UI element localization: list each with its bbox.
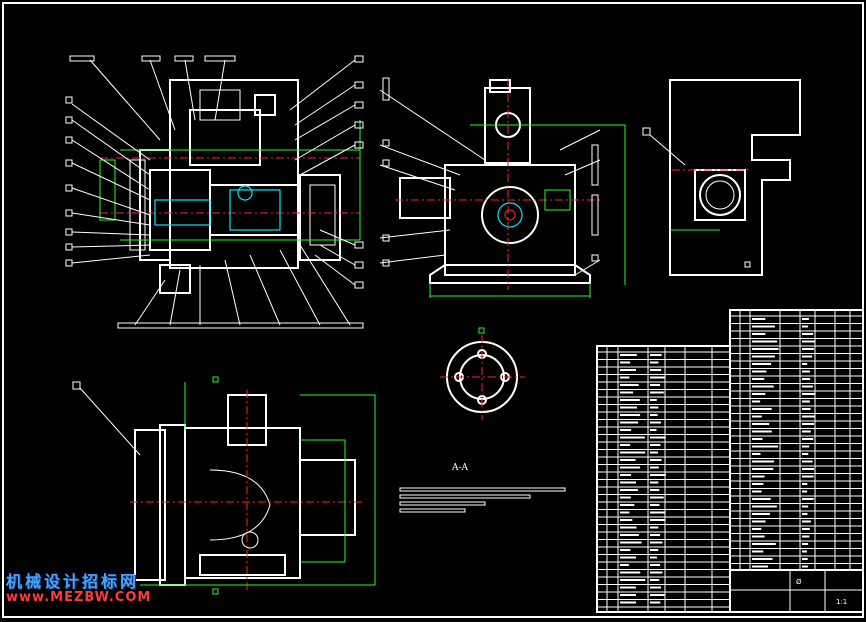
plan-view <box>72 376 376 595</box>
watermark: 机械设计招标网 www.MEZBW.COM <box>6 568 151 605</box>
side-view <box>379 77 626 298</box>
main-section-view <box>65 55 364 329</box>
watermark-url: www.MEZBW.COM <box>6 590 152 605</box>
title-sheet: 1:1 <box>836 598 848 606</box>
technical-notes <box>399 487 566 513</box>
end-view <box>642 79 801 276</box>
watermark-site-name: 机械设计招标网 <box>6 572 140 591</box>
flange-detail <box>440 327 525 420</box>
title-name: Ø <box>796 578 802 586</box>
section-label: A-A <box>452 463 469 473</box>
parts-list-table <box>596 309 864 613</box>
